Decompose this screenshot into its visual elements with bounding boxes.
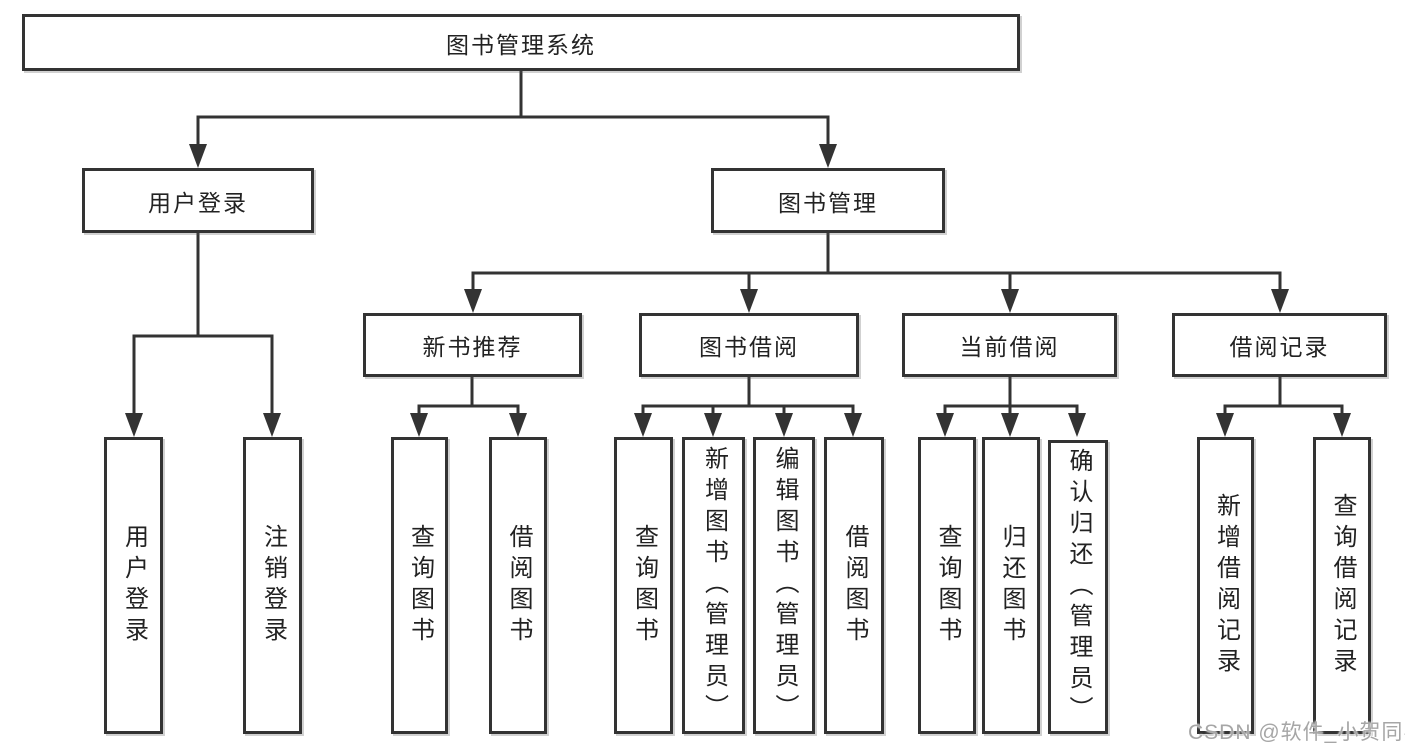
leaf-add-borrow-record: 新增借阅记录: [1197, 437, 1254, 734]
connector-mgmt-to-sections: [471, 232, 1282, 293]
leaf-label: 查询图书: [934, 523, 961, 648]
leaf-logout: 注销登录: [243, 437, 302, 734]
leaf-label: 查询借阅记录: [1329, 492, 1356, 679]
leaf-confirm-return-admin: 确认归还（管理员）: [1048, 440, 1108, 734]
node-root: 图书管理系统: [22, 14, 1020, 71]
leaf-label: 注销登录: [259, 523, 287, 648]
leaf-label: 新增借阅记录: [1212, 492, 1240, 679]
leaf-query-books-borrow: 查询图书: [614, 437, 673, 734]
node-borrow-records: 借阅记录: [1172, 313, 1387, 377]
leaf-borrow-books-recommend: 借阅图书: [489, 437, 547, 734]
csdn-watermark: CSDN @软件_小贺同学: [1188, 721, 1405, 744]
leaf-label: 用户登录: [120, 523, 148, 648]
node-current-borrow: 当前借阅: [902, 313, 1117, 377]
arrowheads-current-to-leaves: [936, 413, 1086, 437]
leaf-borrow-books: 借阅图书: [824, 437, 884, 734]
arrowheads-mgmt-to-sections: [464, 289, 1289, 313]
node-user-login: 用户登录: [82, 168, 314, 233]
arrowheads-login-to-leaves: [125, 413, 281, 437]
leaf-label: 新增图书（管理员）: [700, 446, 728, 725]
connector-records-to-leaves: [1223, 376, 1344, 417]
leaf-user-login: 用户登录: [104, 437, 163, 734]
leaf-query-borrow-record: 查询借阅记录: [1313, 437, 1371, 734]
leaf-query-books-recommend: 查询图书: [391, 437, 448, 734]
connector-current-to-leaves: [943, 376, 1079, 417]
leaf-add-books-admin: 新增图书（管理员）: [682, 437, 745, 734]
arrowheads-borrow-to-leaves: [634, 413, 862, 437]
leaf-label: 归还图书: [998, 523, 1025, 648]
leaf-label: 查询图书: [406, 523, 434, 648]
node-book-management: 图书管理: [711, 168, 945, 233]
arrowheads-recommend-to-leaves: [410, 413, 527, 437]
leaf-label: 确认归还（管理员）: [1065, 447, 1092, 727]
leaf-label: 编辑图书（管理员）: [771, 446, 798, 725]
leaf-query-books-current: 查询图书: [918, 437, 976, 734]
leaf-label: 借阅图书: [841, 523, 868, 648]
leaf-edit-books-admin: 编辑图书（管理员）: [753, 437, 815, 734]
leaf-label: 借阅图书: [505, 523, 532, 648]
arrowheads-root-to-level2: [189, 144, 837, 168]
connector-borrow-to-leaves: [641, 376, 855, 417]
connector-root-to-level2: [196, 70, 830, 146]
connector-recommend-to-leaves: [417, 376, 520, 417]
leaf-return-books: 归还图书: [982, 437, 1040, 734]
leaf-label: 查询图书: [630, 523, 658, 648]
connector-login-to-leaves: [132, 232, 274, 417]
node-new-book-recommend: 新书推荐: [363, 313, 582, 377]
node-book-borrow: 图书借阅: [639, 313, 859, 377]
arrowheads-records-to-leaves: [1216, 413, 1351, 437]
